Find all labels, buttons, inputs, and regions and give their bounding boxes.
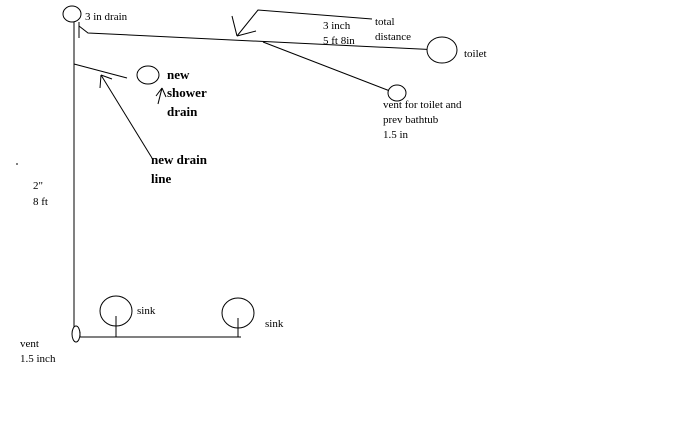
toilet-vent-circle: [387, 84, 407, 102]
total-distance-label-2: distance: [375, 31, 411, 43]
shower-drain-arrow-shaft: [157, 87, 163, 105]
toilet-drain-pipe: [78, 25, 441, 51]
toilet-circle: [426, 36, 458, 64]
main-drain-circle: [62, 5, 82, 23]
shower-drain-arrowhead-b: [161, 87, 167, 98]
new-shower-label-2: shower: [167, 85, 207, 100]
new-shower-label-1: new: [167, 67, 190, 82]
new-shower-label-3: drain: [167, 104, 198, 119]
stack-length-label: 8 ft: [33, 196, 48, 208]
new-drain-line-label-1: new drain: [151, 152, 208, 167]
toilet-vent-pointer: [262, 41, 391, 92]
toilet-vent-label-3: 1.5 in: [383, 129, 409, 141]
toilet-label: toilet: [464, 48, 487, 60]
stack-size-label: 2": [33, 180, 43, 192]
new-shower-pipe: [73, 63, 128, 79]
shower-drain-arrowhead-a: [155, 87, 163, 97]
sink-2-label: sink: [265, 318, 284, 330]
total-distance-arrowhead-left: [231, 15, 238, 37]
new-drain-line-label-2: line: [151, 171, 171, 186]
bottom-vent-circle: [71, 325, 81, 343]
bottom-vent-label-1: vent: [20, 338, 39, 350]
main-drain-label: 3 in drain: [85, 11, 128, 23]
bottom-vent-label-2: 1.5 inch: [20, 353, 56, 365]
total-distance-arrow-line: [236, 9, 373, 37]
new-drain-line-arrowhead-b: [100, 74, 113, 80]
sink-1-label: sink: [137, 305, 156, 317]
pipe-length-label: 5 ft 8in: [323, 35, 355, 47]
total-distance-arrowhead-right: [236, 30, 257, 37]
pipe-size-label: 3 inch: [323, 20, 351, 32]
new-drain-line-arrowhead-a: [99, 74, 102, 89]
total-distance-label-1: total: [375, 16, 395, 28]
new-shower-drain-circle: [136, 65, 160, 85]
toilet-vent-label-2: prev bathtub: [383, 114, 439, 126]
toilet-vent-label-1: vent for toilet and: [383, 99, 462, 111]
new-drain-line-arrow-shaft: [100, 74, 153, 159]
